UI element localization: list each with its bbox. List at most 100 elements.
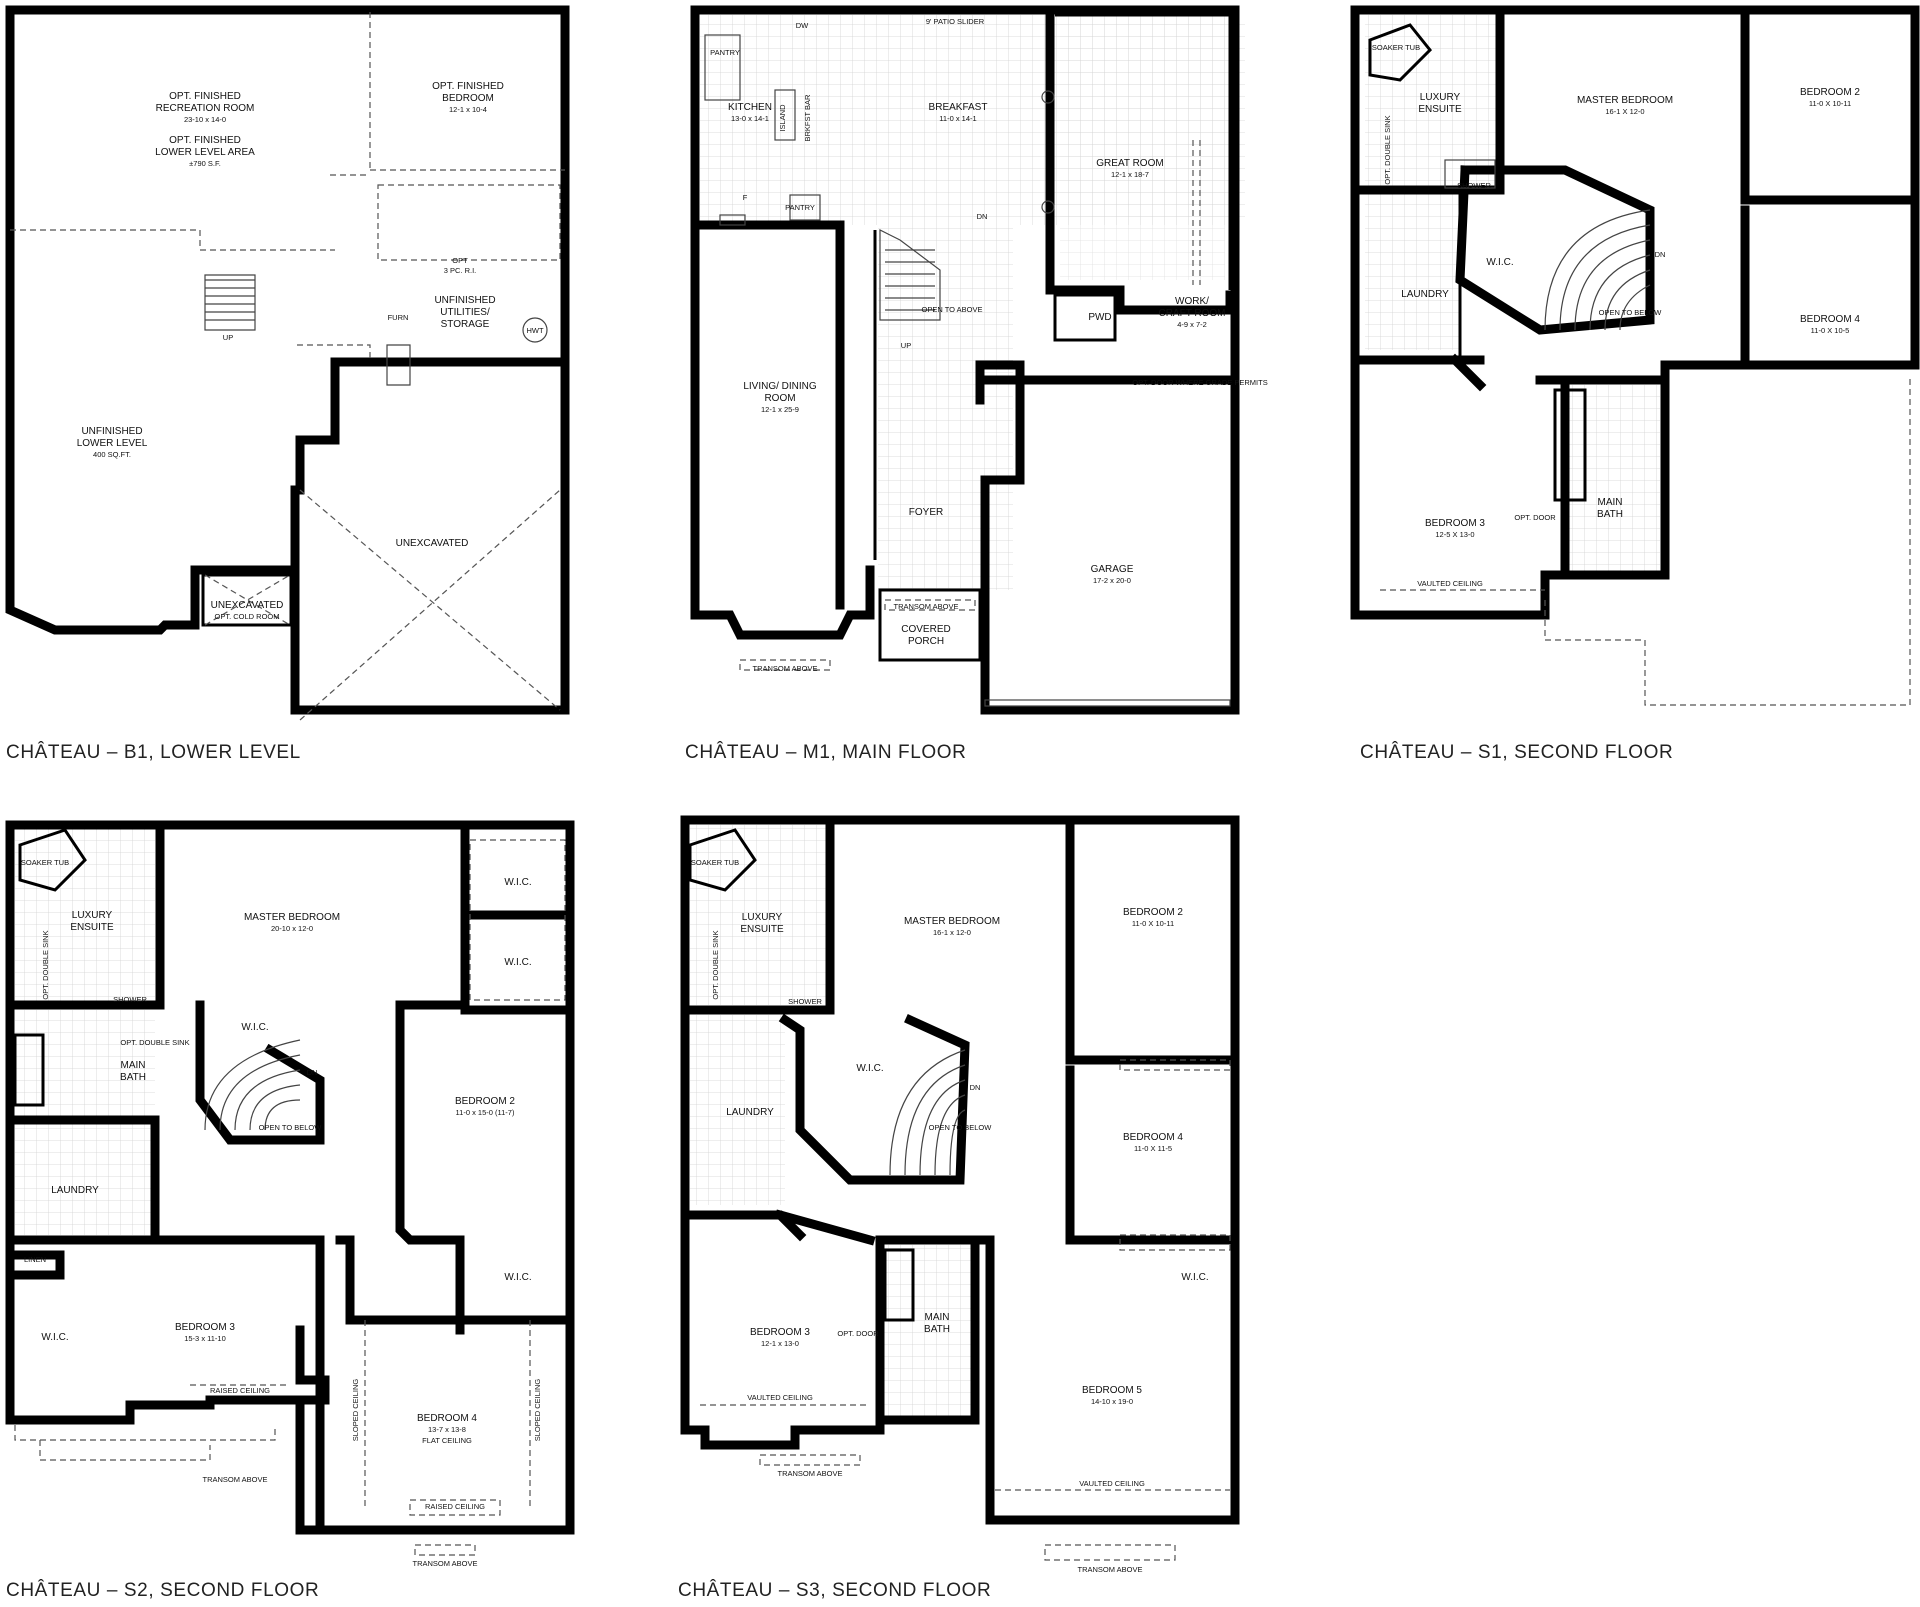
- m1-note-transom-2: TRANSOM ABOVE: [752, 664, 817, 673]
- m1-note-brkfst: BRKFST BAR: [803, 94, 812, 142]
- b1-room-bed-name: OPT. FINISHED: [432, 81, 504, 92]
- m1-room-kitchen-name: KITCHEN: [728, 102, 772, 113]
- s3-room-bed5-dims: 14-10 x 19-0: [1091, 1397, 1133, 1406]
- s3-note-open: OPEN TO BELOW: [929, 1123, 993, 1132]
- s2-room-bed3-name: BEDROOM 3: [175, 1322, 235, 1333]
- m1-note-up: UP: [901, 341, 911, 350]
- s1-room-bed4-dims: 11-0 X 10-5: [1811, 326, 1850, 335]
- hwt-icon: [522, 317, 548, 343]
- plan-m1-main-floor: 9' PATIO SLIDER PANTRY PANTRY KITCHEN 13…: [690, 5, 1268, 715]
- m1-room-great-dims: 12-1 x 18-7: [1111, 170, 1149, 179]
- s3-room-bed4-name: BEDROOM 4: [1123, 1132, 1183, 1143]
- b1-note-furn: FURN: [388, 313, 409, 322]
- m1-note-open: OPEN TO ABOVE: [922, 305, 983, 314]
- s1-tile-ensuite: [1365, 15, 1500, 190]
- b1-note-hwt: HWT: [526, 326, 543, 335]
- s2-room-wic-name-2: W.I.C.: [504, 957, 531, 968]
- b1-stairs: [205, 279, 255, 321]
- s1-tile-bath: [1565, 385, 1660, 575]
- m1-decor-column-icon-2: [1041, 200, 1055, 214]
- unexcavated-cross: [299, 489, 561, 721]
- s2-room-wic-name-4: W.I.C.: [504, 1272, 531, 1283]
- s2-note-doublesink-2: OPT. DOUBLE SINK: [120, 1038, 189, 1047]
- s3-note-transom-2: TRANSOM ABOVE: [1077, 1565, 1142, 1574]
- m1-room-garage-dims: 17-2 x 20-0: [1093, 576, 1131, 585]
- b1-room-util-name2: UTILITIES/: [440, 307, 490, 318]
- caption-b1: CHÂTEAU – B1, LOWER LEVEL: [6, 742, 301, 763]
- m1-room-work-name2: CRAFT ROOM: [1158, 308, 1225, 319]
- m1-room-porch-name: COVERED: [901, 624, 950, 635]
- s1-room-bed2-name: BEDROOM 2: [1800, 87, 1860, 98]
- b1-room-util-dims: STORAGE: [441, 319, 490, 330]
- s2-note-sloped-2: SLOPED CEILING: [533, 1379, 542, 1442]
- s2-room-bath-name2: BATH: [120, 1072, 146, 1083]
- caption-s1: CHÂTEAU – S1, SECOND FLOOR: [1360, 742, 1674, 763]
- s1-room-ensuite-name2: ENSUITE: [1418, 104, 1462, 115]
- m1-note-slider: 9' PATIO SLIDER: [926, 17, 985, 26]
- s3-stairs: [889, 1049, 966, 1176]
- s2-room-laundry-name: LAUNDRY: [51, 1185, 99, 1196]
- s3-note-vaulted-2: VAULTED CEILING: [1079, 1479, 1145, 1488]
- s1-tile-laundry: [1365, 190, 1460, 350]
- s1-note-open: OPEN TO BELOW: [1599, 308, 1663, 317]
- s3-tile-bath: [880, 1245, 975, 1420]
- s2-room-wic-name-5: W.I.C.: [41, 1332, 68, 1343]
- s1-room-bed3-name: BEDROOM 3: [1425, 518, 1485, 529]
- m1-note-dn: DN: [977, 212, 988, 221]
- s2-note-sloped: SLOPED CEILING: [351, 1379, 360, 1442]
- s2-note-transom-2: TRANSOM ABOVE: [412, 1559, 477, 1568]
- s2-room-bath-name: MAIN: [121, 1060, 146, 1071]
- m1-decor-column-icon: [1041, 90, 1055, 104]
- m1-room-breakfast-name: BREAKFAST: [929, 102, 988, 113]
- b1-room-rec-name2: RECREATION ROOM: [156, 103, 255, 114]
- s1-room-bed3-dims: 12-5 X 13-0: [1435, 530, 1474, 539]
- m1-room-work-dims: 4-9 x 7-2: [1177, 320, 1207, 329]
- m1-note-pantry: PANTRY: [710, 48, 740, 57]
- m1-note-transom: TRANSOM ABOVE: [893, 602, 958, 611]
- s2-room-master-dims: 20-10 x 12-0: [271, 924, 313, 933]
- plan-s1-second-floor: SOAKER TUB LUXURY ENSUITE SHOWER OPT. DO…: [1350, 5, 1920, 706]
- s2-room-bed4-dims: 13-7 x 13-8: [428, 1425, 466, 1434]
- s2-note-flat: FLAT CEILING: [422, 1436, 472, 1445]
- s2-room-bed2-name: BEDROOM 2: [455, 1096, 515, 1107]
- caption-s2: CHÂTEAU – S2, SECOND FLOOR: [6, 1580, 320, 1601]
- s1-room-master-name: MASTER BEDROOM: [1577, 95, 1673, 106]
- s1-room-ensuite-name: LUXURY: [1420, 92, 1461, 103]
- s2-note-linen: LINEN: [24, 1255, 46, 1264]
- m1-note-pantry-2: PANTRY: [785, 203, 815, 212]
- s3-room-bed3-dims: 12-1 x 13-0: [761, 1339, 799, 1348]
- s2-note-open: OPEN TO BELOW: [259, 1123, 323, 1132]
- m1-room-pwd-name: PWD: [1088, 312, 1111, 323]
- s1-room-bath-name: MAIN: [1598, 497, 1623, 508]
- m1-room-living-name2: ROOM: [764, 393, 795, 404]
- m1-room-foyer-name: FOYER: [909, 507, 943, 518]
- s2-soaker-tub: [18, 828, 87, 892]
- s3-note-shower: SHOWER: [788, 997, 822, 1006]
- s1-note-optdoor: OPT. DOOR: [1514, 513, 1556, 522]
- s3-room-bed4-dims: 11-0 X 11-5: [1134, 1144, 1172, 1153]
- m1-note-island: ISLAND: [778, 104, 787, 132]
- m1-room-work-name: WORK/: [1175, 296, 1209, 307]
- s2-room-master-name: MASTER BEDROOM: [244, 912, 340, 923]
- b1-room-bed-dims: 12-1 x 10-4: [449, 105, 487, 114]
- s3-room-bath-name2: BATH: [924, 1324, 950, 1335]
- b1-room-unf-dims: 400 SQ.FT.: [93, 450, 131, 459]
- s3-room-wic-name-2: W.I.C.: [1181, 1272, 1208, 1283]
- m1-tile-floor-foyer: [878, 225, 1013, 590]
- caption-s3: CHÂTEAU – S3, SECOND FLOOR: [678, 1580, 992, 1601]
- s2-note-soaker: SOAKER TUB: [21, 858, 69, 867]
- plan-b1-lower-level: OPT. FINISHED RECREATION ROOM 23-10 x 14…: [5, 5, 570, 721]
- s1-note-dn: DN: [1655, 250, 1666, 259]
- s2-stairs: [204, 1039, 301, 1131]
- s2-note-raised-2: RAISED CEILING: [425, 1502, 485, 1511]
- s3-room-ensuite-name: LUXURY: [742, 912, 783, 923]
- s1-stairs: [1544, 209, 1651, 331]
- s1-note-doublesink: OPT. DOUBLE SINK: [1383, 115, 1392, 184]
- s2-note-dn: DN: [307, 1068, 318, 1077]
- m1-note-optdoor: OPT. DOOR WHERE GRADE PERMITS: [1132, 378, 1267, 387]
- s3-room-bed2-dims: 11-0 X 10-11: [1132, 919, 1174, 928]
- m1-room-great-name: GREAT ROOM: [1096, 158, 1163, 169]
- s2-room-bed2-dims: 11-0 x 15-0 (11-7): [456, 1108, 515, 1117]
- b1-room-unf-name2: LOWER LEVEL: [77, 438, 148, 449]
